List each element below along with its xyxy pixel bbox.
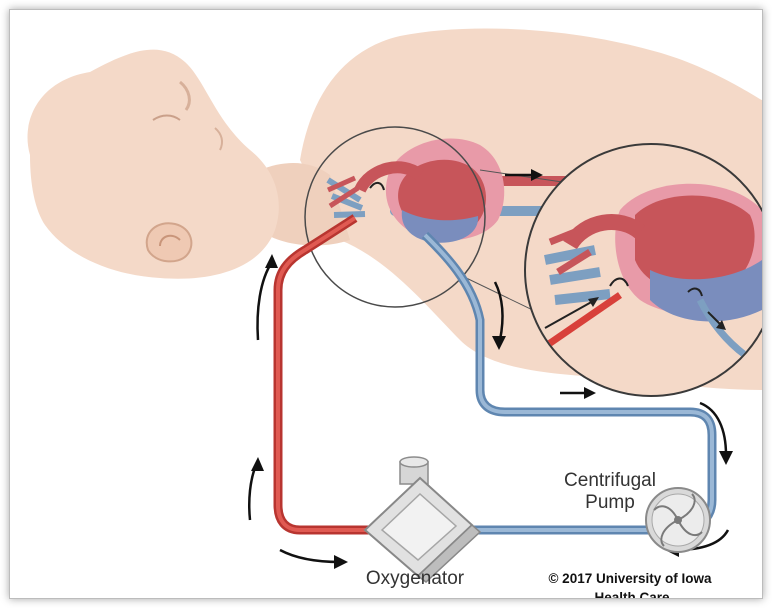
- arrowhead-right-venous: [584, 387, 596, 399]
- arrowhead-up-bottom-left: [251, 457, 264, 471]
- infant-ear: [147, 223, 192, 261]
- arterial-line-outer: [278, 218, 390, 530]
- magnified-heart-inset: [525, 144, 762, 396]
- copyright-label-cut: Health Care: [594, 590, 670, 598]
- arrowhead-bottom-left: [334, 555, 348, 569]
- arrow-up-top-left: [258, 262, 272, 340]
- copyright-label: © 2017 University of Iowa: [548, 571, 712, 586]
- pump-label-line1: Centrifugal: [564, 470, 656, 491]
- oxygenator-label: Oxygenator: [366, 568, 465, 589]
- arrow-bottom-left: [280, 550, 340, 562]
- arterial-line-inner: [278, 218, 390, 530]
- arrow-up-bottom-left: [249, 465, 256, 520]
- pump-hub: [674, 516, 682, 524]
- centrifugal-pump: [646, 488, 710, 552]
- pump-label-line2: Pump: [585, 492, 635, 513]
- arrowhead-up-top-left: [265, 254, 278, 268]
- oxygenator-device: [365, 457, 480, 582]
- ecmo-diagram: Centrifugal Pump Oxygenator © 2017 Unive…: [10, 10, 762, 598]
- oxygenator-cap-top: [400, 457, 428, 467]
- arrowhead-down-pump-corner: [719, 451, 733, 465]
- diagram-frame: Centrifugal Pump Oxygenator © 2017 Unive…: [9, 9, 763, 599]
